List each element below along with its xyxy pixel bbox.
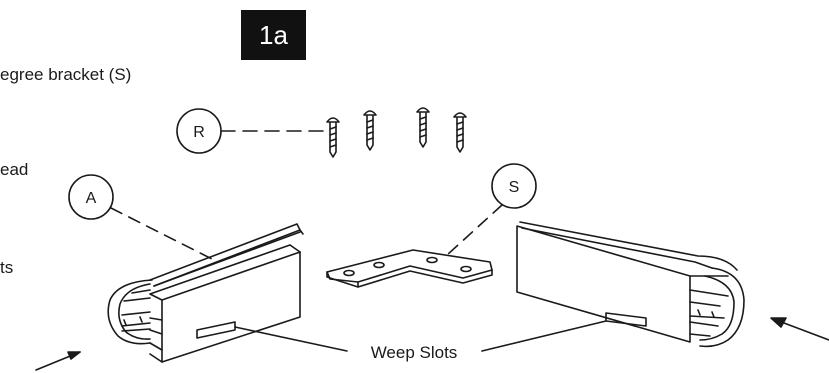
weep-leader-left [234, 326, 348, 352]
instruction-text-3: ts [0, 258, 14, 277]
callout-a: A [68, 174, 114, 220]
bracket-hole [426, 256, 438, 264]
arrow-left-icon [35, 351, 81, 371]
weep-slots-label: Weep Slots [371, 343, 458, 362]
instruction-text-2: ead [0, 160, 29, 179]
instruction-text-1: egree bracket (S) [0, 65, 132, 84]
callout-s: S [491, 163, 537, 209]
bracket-hole [343, 269, 355, 277]
bracket-hole [460, 265, 472, 273]
callout-r-label: R [193, 124, 205, 141]
leader-line-a [110, 207, 213, 260]
left-rail [107, 223, 304, 363]
callout-s-label: S [509, 179, 520, 196]
screw-icon [326, 117, 340, 158]
callout-a-label: A [86, 190, 97, 207]
l-bracket-icon [326, 249, 493, 288]
leader-line-s [446, 204, 503, 256]
screw-icon [363, 110, 377, 151]
weep-slot-right [605, 312, 647, 327]
screw-icon [453, 112, 467, 153]
step-badge: 1a [241, 10, 306, 60]
screw-icon [416, 107, 430, 148]
callout-r: R [176, 108, 222, 154]
right-rail [516, 221, 745, 348]
bracket-hole [373, 261, 385, 269]
arrow-right-icon [770, 317, 829, 341]
screws-group [326, 107, 467, 158]
weep-leader-right [481, 320, 607, 352]
weep-slot-left [196, 321, 236, 339]
